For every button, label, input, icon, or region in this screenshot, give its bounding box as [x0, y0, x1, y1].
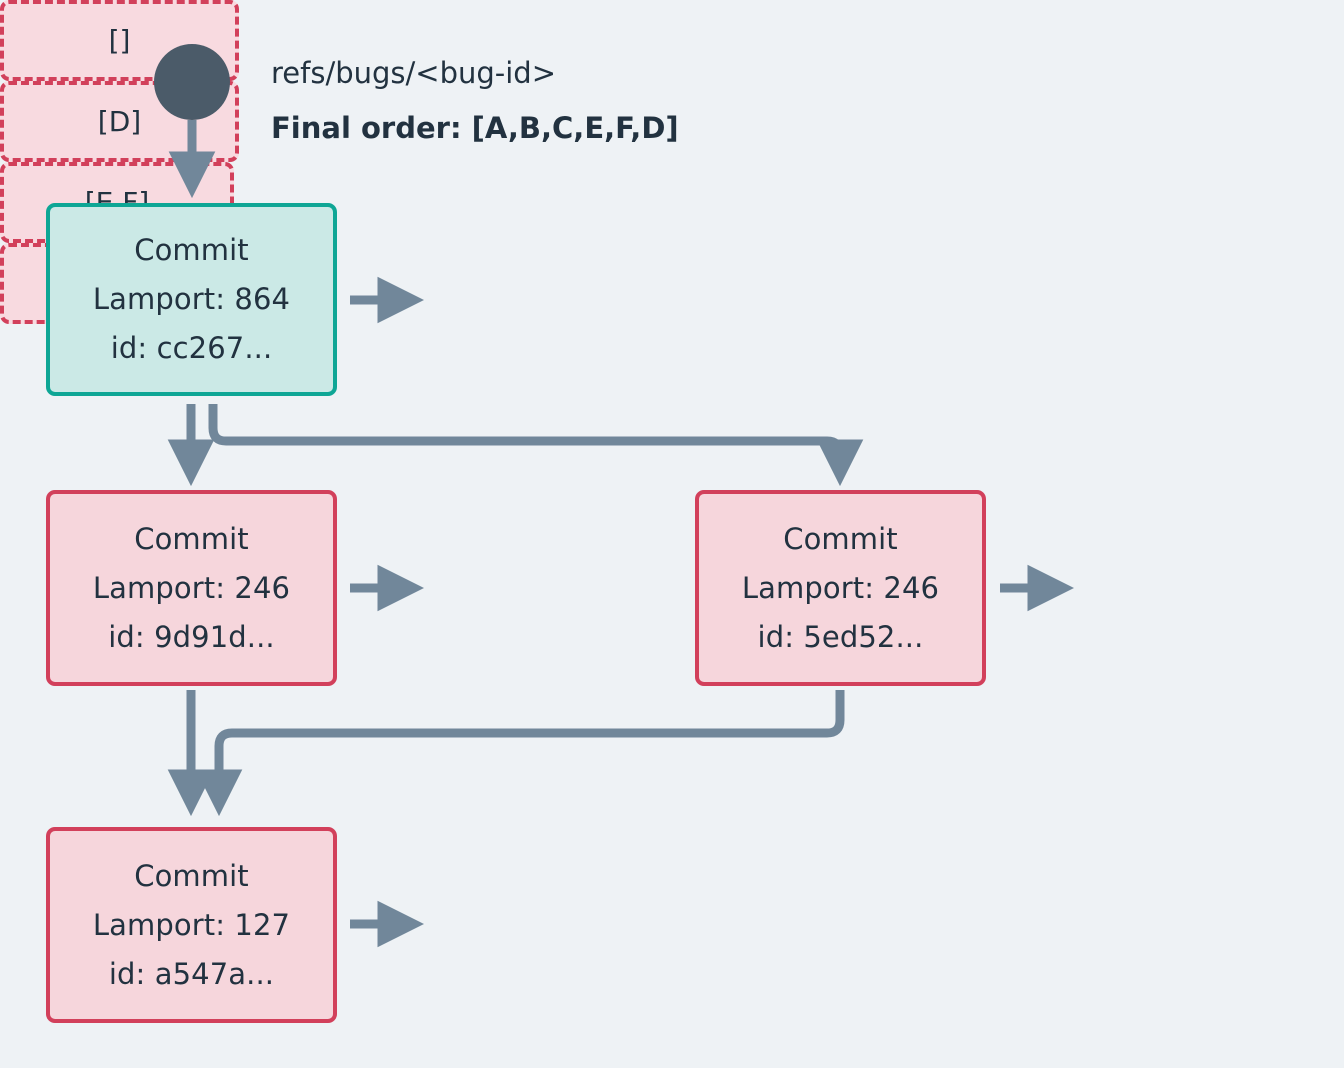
commit-lamport: Lamport: 246 — [741, 570, 940, 605]
edge-5ed52-to-a547a — [195, 690, 845, 817]
commit-lamport: Lamport: 864 — [92, 282, 291, 316]
commit-title: Commit — [783, 521, 898, 556]
commit-node-5ed52[interactable]: Commit Lamport: 246 id: 5ed52... — [695, 490, 986, 686]
commit-node-a547a[interactable]: Commit Lamport: 127 id: a547a... — [46, 827, 337, 1023]
commit-hash: id: cc267... — [110, 331, 273, 365]
edge-cc267-to-5ed52 — [208, 404, 864, 487]
commit-title: Commit — [134, 233, 249, 267]
commit-hash: id: 9d91d... — [108, 619, 275, 654]
ops-label: [] — [108, 24, 131, 57]
commit-title: Commit — [134, 858, 249, 893]
commit-node-9d91d[interactable]: Commit Lamport: 246 id: 9d91d... — [46, 490, 337, 686]
commit-lamport: Lamport: 246 — [92, 570, 291, 605]
commit-hash: id: 5ed52... — [757, 619, 924, 654]
ops-node-9d91d[interactable]: [D] — [0, 81, 239, 162]
commit-hash: id: a547a... — [108, 956, 275, 991]
final-order-label: Final order: [A,B,C,E,F,D] — [271, 111, 679, 145]
ref-label: refs/bugs/<bug-id> — [271, 56, 557, 90]
commit-node-cc267[interactable]: Commit Lamport: 864 id: cc267... — [46, 203, 337, 396]
root-dot-icon — [154, 44, 230, 120]
commit-title: Commit — [134, 521, 249, 556]
ops-label: [D] — [97, 105, 142, 138]
commit-lamport: Lamport: 127 — [92, 907, 291, 942]
